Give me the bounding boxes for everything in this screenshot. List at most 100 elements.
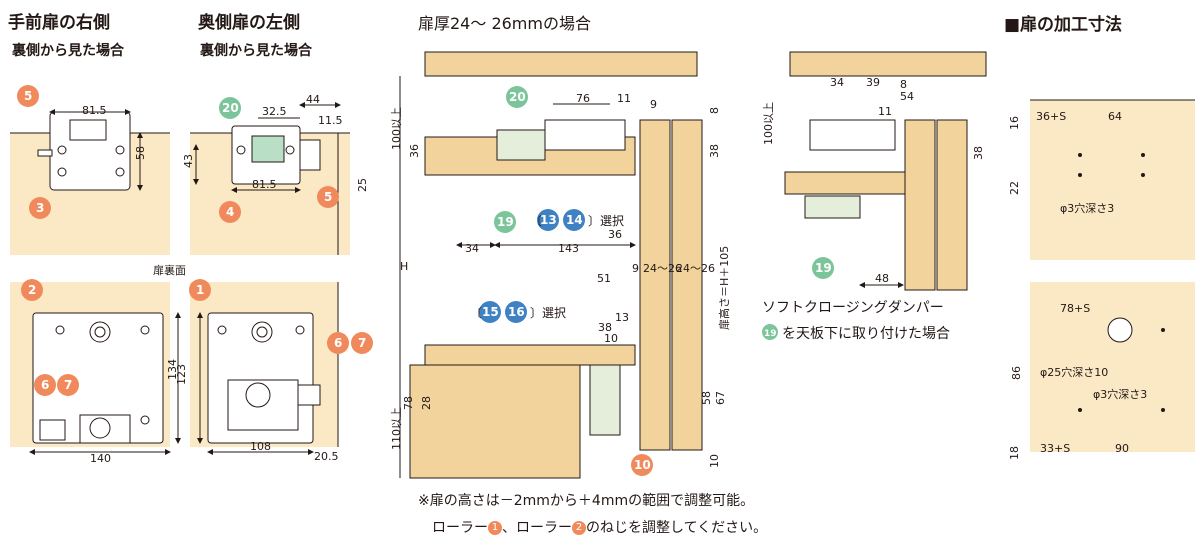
svg-text:13: 13 xyxy=(540,213,557,227)
svg-text:15: 15 xyxy=(482,305,499,319)
dim-58: 58 xyxy=(134,146,147,160)
section-soft-close xyxy=(784,51,987,291)
label-door-height: 扉高さ＝H＋105 xyxy=(717,246,731,330)
label-over-110: 110以上 xyxy=(390,407,403,450)
dim-8-b: 8 xyxy=(900,78,907,91)
note-badge-1: 1 xyxy=(488,521,502,535)
heading-back-left-sub: 裏側から見た場合 xyxy=(200,43,312,59)
dim-10-b: 10 xyxy=(708,454,721,468)
label-hole-25: φ25穴深さ10 xyxy=(1040,365,1108,379)
dim-123: 123 xyxy=(175,364,188,385)
label-over-100-a: 100以上 xyxy=(390,107,403,150)
badge-7-a: 7 xyxy=(57,374,79,396)
dim-25: 25 xyxy=(356,178,369,192)
dim-108: 108 xyxy=(250,440,271,453)
svg-text:1: 1 xyxy=(196,283,204,297)
label-select-15-16: 〕選択 xyxy=(530,306,567,320)
panel-back-left-top xyxy=(190,125,350,255)
badge-5-a: 5 xyxy=(17,85,39,107)
svg-text:2: 2 xyxy=(28,283,36,297)
dim-51: 51 xyxy=(597,272,611,285)
badge-7-b: 7 xyxy=(351,332,373,354)
label-select-13-14: 〕選択 xyxy=(588,214,625,228)
label-door-back: 扉裏面 xyxy=(153,264,186,277)
dim-44: 44 xyxy=(306,93,320,106)
label-h: H xyxy=(400,260,408,273)
badge-2: 2 xyxy=(21,279,43,301)
dim-36-a: 36 xyxy=(408,144,421,158)
svg-text:3: 3 xyxy=(36,201,44,215)
dim-16: 16 xyxy=(1008,116,1021,130)
svg-text:5: 5 xyxy=(324,190,332,204)
badge-10: 10 xyxy=(631,454,653,476)
heading-processing: ■扉の加工寸法 xyxy=(1004,15,1123,35)
badge-6-a: 6 xyxy=(34,374,56,396)
dim-11-b: 11 xyxy=(878,105,892,118)
heading-front-right: 手前扉の右側 xyxy=(8,13,110,33)
heading-thickness: 扉厚24～ 26mmの場合 xyxy=(418,14,591,33)
dim-8-a: 8 xyxy=(708,107,721,114)
dim-90: 90 xyxy=(1115,442,1129,455)
badge-13: 13 xyxy=(537,209,559,231)
svg-text:6: 6 xyxy=(41,378,49,392)
panel-back-left-bottom xyxy=(190,282,339,447)
badge-14: 14 xyxy=(563,209,585,231)
label-bracket-open-a: 〔 xyxy=(530,214,543,228)
dim-38-a: 38 xyxy=(708,144,721,158)
label-bracket-open-b: 〔 xyxy=(470,306,483,320)
dim-24-26-a: 24～26 xyxy=(643,262,682,275)
dim-33-s: 33+S xyxy=(1040,442,1070,455)
dim-48: 48 xyxy=(875,272,889,285)
badge-19-a: 19 xyxy=(494,211,516,233)
dim-28: 28 xyxy=(420,396,433,410)
badge-19-b: 19 xyxy=(812,257,834,279)
svg-text:19: 19 xyxy=(815,261,832,275)
svg-text:7: 7 xyxy=(64,378,72,392)
badge-1: 1 xyxy=(189,279,211,301)
dim-36-b: 36 xyxy=(608,228,622,241)
svg-text:16: 16 xyxy=(508,305,525,319)
badge-5-b: 5 xyxy=(317,186,339,208)
badge-19-c: 19 xyxy=(762,324,778,340)
dim-78-s: 78+S xyxy=(1060,302,1090,315)
panel-front-right-top xyxy=(10,111,170,255)
svg-text:10: 10 xyxy=(634,458,651,472)
dim-134: 134 xyxy=(166,359,179,380)
dim-140: 140 xyxy=(90,452,111,465)
panel-processing-top xyxy=(1030,99,1195,260)
dim-43: 43 xyxy=(182,154,195,168)
dim-34-b: 34 xyxy=(830,76,844,89)
note-line-1: ※扉の高さは－2mmから＋4mmの範囲で調整可能。 xyxy=(418,493,755,509)
dim-81-5-b: 81.5 xyxy=(252,178,277,191)
dim-9-b: 9 xyxy=(632,262,639,275)
dim-11-a: 11 xyxy=(617,92,631,105)
badge-4: 4 xyxy=(219,201,241,223)
dim-78: 78 xyxy=(402,396,415,410)
dim-39: 39 xyxy=(866,76,880,89)
dim-10-a: 10 xyxy=(604,332,618,345)
section-thickness xyxy=(399,51,703,479)
svg-text:6: 6 xyxy=(334,336,342,350)
label-soft-close-1: ソフトクロージングダンパー xyxy=(762,300,944,316)
panel-processing-bottom xyxy=(1030,282,1195,452)
heading-front-right-sub: 裏側から見た場合 xyxy=(12,43,124,59)
svg-text:19: 19 xyxy=(764,329,777,339)
dim-32-5: 32.5 xyxy=(262,105,287,118)
dim-24-26-b: 24～26 xyxy=(676,262,715,275)
dim-76: 76 xyxy=(576,92,590,105)
svg-text:20: 20 xyxy=(509,90,526,104)
dim-18: 18 xyxy=(1008,446,1021,460)
dim-38-c: 38 xyxy=(972,146,985,160)
badge-20-b: 20 xyxy=(506,86,528,108)
svg-text:20: 20 xyxy=(222,101,239,115)
badge-6-b: 6 xyxy=(327,332,349,354)
dim-9-a: 9 xyxy=(650,98,657,111)
dim-64: 64 xyxy=(1108,110,1122,123)
svg-text:14: 14 xyxy=(566,213,583,227)
svg-text:5: 5 xyxy=(24,89,32,103)
dim-67: 67 xyxy=(714,391,727,405)
dim-54: 54 xyxy=(900,90,914,103)
dim-58-b: 58 xyxy=(700,391,713,405)
dim-86: 86 xyxy=(1010,366,1023,380)
label-soft-close-2: を天板下に取り付けた場合 xyxy=(782,326,950,342)
